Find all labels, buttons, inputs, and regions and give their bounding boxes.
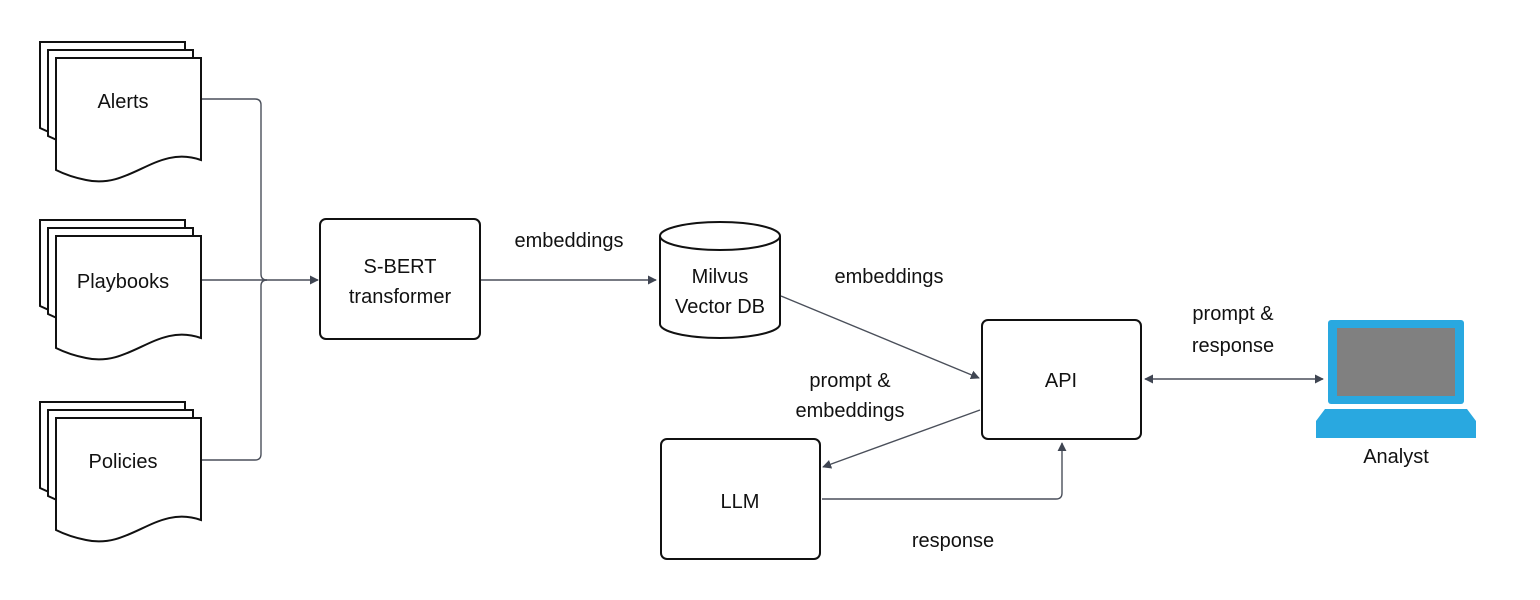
source-connectors xyxy=(202,98,319,461)
source-label-alerts: Alerts xyxy=(97,91,148,113)
vector-db-node: Milvus Vector DB xyxy=(659,221,781,339)
transformer-label-line1: S-BERT xyxy=(364,256,437,278)
llm-label: LLM xyxy=(721,491,760,513)
transformer-node: S-BERT transformer xyxy=(319,218,481,340)
analyst-label: Analyst xyxy=(1363,446,1429,468)
api-node: API xyxy=(981,319,1142,440)
edge-label-db-to-api: embeddings xyxy=(835,266,944,288)
edge-label-api-analyst-line1: prompt & xyxy=(1192,303,1274,325)
vector-db-label-line1: Milvus xyxy=(692,266,749,288)
source-label-policies: Policies xyxy=(89,451,158,473)
laptop-icon xyxy=(1316,320,1476,438)
edge-label-api-to-llm-line2: embeddings xyxy=(796,400,905,422)
edge-label-transformer-to-db: embeddings xyxy=(515,230,624,252)
edge-label-api-analyst-line2: response xyxy=(1192,335,1274,357)
vector-db-label-line2: Vector DB xyxy=(675,296,765,318)
source-label-playbooks: Playbooks xyxy=(77,271,169,293)
edge-llm-to-api xyxy=(822,442,1067,500)
doc-stack-alerts: Alerts xyxy=(39,41,202,183)
llm-node: LLM xyxy=(660,438,821,560)
transformer-label-line2: transformer xyxy=(349,286,452,308)
doc-stack-policies: Policies xyxy=(39,401,202,543)
edge-label-api-to-llm-line1: prompt & xyxy=(809,370,891,392)
doc-stack-playbooks: Playbooks xyxy=(39,219,202,361)
api-label: API xyxy=(1045,370,1077,392)
edge-api-to-llm xyxy=(822,409,981,469)
edge-label-llm-to-api: response xyxy=(912,530,994,552)
edge-db-to-api xyxy=(780,295,980,380)
